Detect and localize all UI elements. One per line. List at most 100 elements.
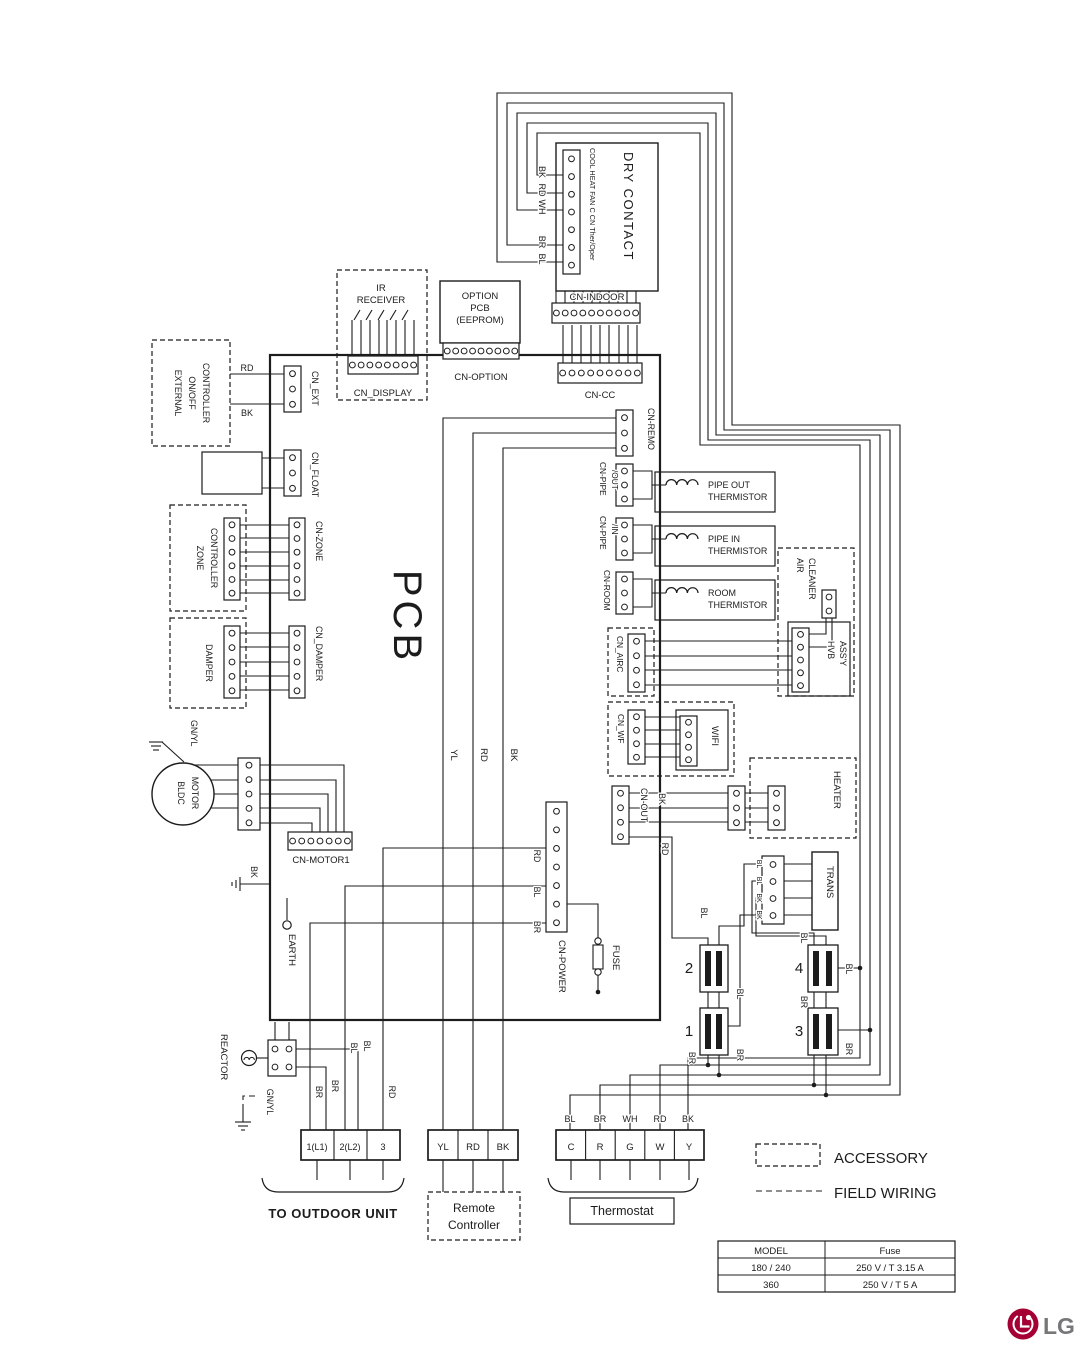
wifi-plug-connector-pin xyxy=(685,718,692,726)
label-wire-th_rd: RD xyxy=(654,1114,667,1124)
earth-terminal xyxy=(282,920,292,930)
cn-motor1-connector-pin xyxy=(289,837,296,845)
cn-display-connector xyxy=(347,355,419,375)
label-wire-dc_bk: BK xyxy=(537,166,547,178)
label-wire-th_wh: WH xyxy=(623,1114,638,1124)
cn-indoor-connector xyxy=(551,302,641,324)
cn-float-connector-pin xyxy=(289,454,296,462)
cn-out-connector-pin xyxy=(617,818,624,826)
damper-plug-connector-pin xyxy=(228,644,236,651)
label-wire-tr4: BK xyxy=(755,910,762,920)
dry-contact-connector-pin xyxy=(568,208,575,216)
cn-out-connector-pin xyxy=(617,833,624,841)
label-term-thermostat-0: C xyxy=(568,1142,575,1153)
label-conn-damper: CN_DAMPER xyxy=(314,626,324,681)
junction-dot xyxy=(595,989,601,995)
wire-remote-rd xyxy=(472,432,616,1132)
label-wire-mid_bk: BK xyxy=(508,749,519,762)
cn-ext-connector-pin xyxy=(289,385,296,393)
label-conn-pipe_out_b: /OUT xyxy=(610,470,620,490)
wire-motor xyxy=(260,822,313,832)
cn-display-connector-pin xyxy=(392,361,400,369)
label-comp-air_a: AIR xyxy=(795,558,805,573)
label-wire-mid_yl: YL xyxy=(448,749,459,761)
label-conn-display: CN_DISPLAY xyxy=(354,388,413,399)
lg-logo-icon xyxy=(1025,1314,1032,1321)
wifi-box xyxy=(675,709,729,771)
trans-plug-connector-pin xyxy=(769,895,777,902)
label-comp-ext_c: CONTROLLER xyxy=(201,363,211,423)
cn-cc-connector-pin xyxy=(605,369,613,377)
cn-zone-connector-pin xyxy=(293,535,301,542)
thermistor-coil-icon xyxy=(665,533,699,540)
zone-plug-connector-pin xyxy=(228,562,236,570)
cn-motor1-connector-pin xyxy=(298,837,306,845)
label-wire-tr2: BL xyxy=(755,877,762,886)
connectors-and-parts xyxy=(151,149,1039,1340)
label-term-outdoor_caption: TO OUTDOOR UNIT xyxy=(268,1206,397,1221)
cn-damper-connector-pin xyxy=(293,687,301,695)
cn-pipe-in-connector-pin xyxy=(621,521,628,529)
label-comp-fuse: FUSE xyxy=(610,945,621,970)
junction-dot xyxy=(811,1082,817,1088)
motor-plug-connector-pin xyxy=(245,761,253,769)
wire-remote-yl xyxy=(442,417,616,1132)
ir-hatch xyxy=(353,309,361,321)
label-comp-heater: HEATER xyxy=(831,771,842,809)
cn-room-connector-pin xyxy=(621,603,628,611)
wire-trans xyxy=(728,914,762,1027)
label-comp-zone_a: ZONE xyxy=(195,546,205,571)
cn-airc-box xyxy=(607,627,655,697)
label-wire-pow_bl: BL xyxy=(532,887,542,898)
terminal-block-2-bar xyxy=(716,951,722,986)
heater-plug-connector-pin xyxy=(773,819,780,827)
ir-hatch xyxy=(389,309,397,321)
label-comp-ir_b: RECEIVER xyxy=(357,295,406,306)
wire-room xyxy=(633,593,653,608)
cn-zone-connector-pin xyxy=(293,589,301,597)
pipe-out-thermistor-box xyxy=(654,471,776,513)
cn-option-connector-pin xyxy=(452,347,460,355)
damper-plug-connector-pin xyxy=(228,629,236,637)
label-wire-od_bl2: BL xyxy=(362,1041,372,1052)
terminal-block-1-bar xyxy=(705,1014,711,1049)
cn-indoor-connector-pin xyxy=(632,309,639,317)
label-comp-room_a: ROOM xyxy=(708,588,736,598)
label-wire-tr1: BL xyxy=(755,860,762,869)
label-conn-wf: CN_WF xyxy=(616,714,626,744)
label-comp-pipe_out_a: PIPE OUT xyxy=(708,480,751,490)
label-comp-pcb: PCB xyxy=(385,570,429,664)
cn-indoor-connector-pin xyxy=(570,309,578,317)
cn-zone-connector-pin xyxy=(293,562,301,570)
label-wire-ext_bk: BK xyxy=(241,408,253,418)
cn-damper-connector-pin xyxy=(293,673,301,680)
thermostat-label-box xyxy=(569,1197,675,1225)
room-thermistor-box xyxy=(654,579,776,621)
cn-zone-connector-pin xyxy=(293,548,301,556)
label-wire-th_bl: BL xyxy=(564,1114,575,1124)
wire-motor-ground xyxy=(161,741,185,763)
wifi-plug-connector-pin xyxy=(685,731,692,739)
cn-airc-connector-pin xyxy=(633,666,640,674)
cn-power-connector-pin xyxy=(553,882,560,889)
float-switch-box xyxy=(201,451,263,495)
zone-plug-connector-pin xyxy=(228,548,236,556)
junction-dot xyxy=(716,1072,722,1078)
lg-logo-icon xyxy=(1019,1316,1030,1328)
trans-plug-connector-pin xyxy=(769,861,777,868)
cn-option-connector-pin xyxy=(469,347,476,355)
wire-motor xyxy=(260,779,337,832)
label-conn-ext: CN_EXT xyxy=(310,371,320,406)
label-legend-field_wiring: FIELD WIRING xyxy=(834,1185,937,1202)
junction-dot xyxy=(867,1027,873,1033)
cn-power-connector-pin xyxy=(553,807,560,815)
dry-contact-connector-pin xyxy=(568,244,575,251)
zone-plug-connector-pin xyxy=(228,576,236,583)
label-comp-hvb_a: HVB xyxy=(826,641,836,659)
label-wire-dc_wh: WH xyxy=(537,200,547,215)
cn-airc-connector xyxy=(627,633,646,693)
cn-indoor-connector-pin xyxy=(597,309,604,317)
damper-plug-connector-pin xyxy=(228,673,236,680)
air-cleaner-plug-connector xyxy=(821,589,837,619)
label-comp-hvb_b: ASS'Y xyxy=(838,641,848,666)
